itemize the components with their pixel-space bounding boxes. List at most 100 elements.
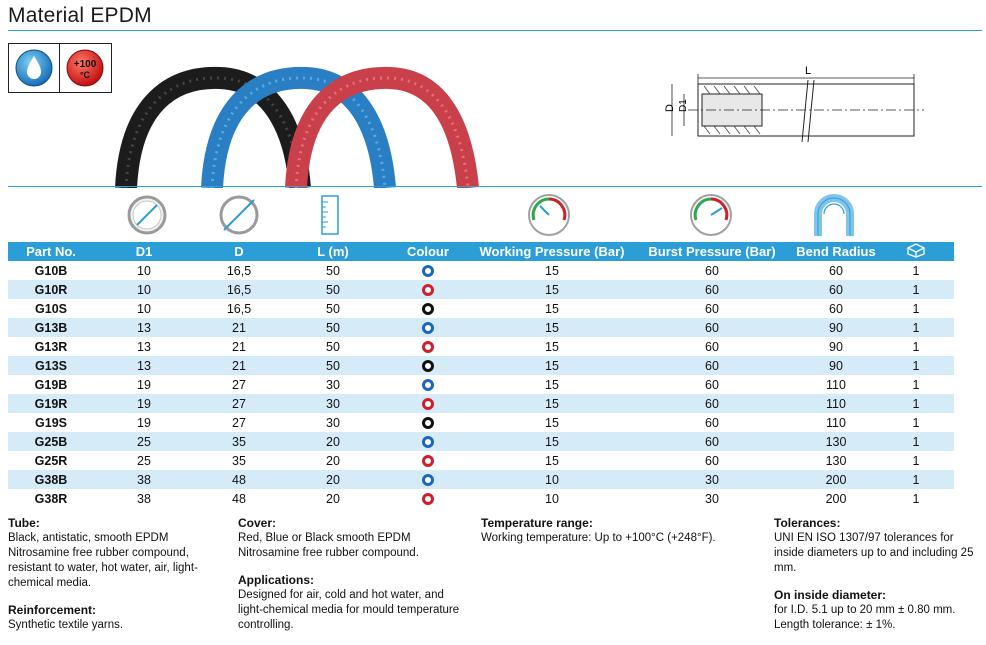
cell-d1: 10 [94, 280, 194, 299]
cell-colour [382, 318, 474, 337]
feature-badges: +100 °C [8, 43, 112, 93]
cell-wp: 15 [474, 261, 630, 280]
cell-l: 20 [284, 470, 382, 489]
cell-br: 60 [794, 261, 878, 280]
cell-part: G38B [8, 470, 94, 489]
blue-colour-swatch [422, 474, 434, 487]
blue-colour-swatch [422, 379, 434, 392]
cell-colour [382, 489, 474, 508]
temperature-badge: +100 °C [59, 44, 110, 92]
cell-part: G13R [8, 337, 94, 356]
cell-d1: 19 [94, 413, 194, 432]
info-col-2: Cover: Red, Blue or Black smooth EPDM Ni… [238, 516, 463, 645]
temperature-icon: +100 °C [66, 49, 104, 87]
red-colour-swatch [422, 341, 434, 354]
cell-br: 130 [794, 432, 878, 451]
cell-pkg: 1 [878, 470, 954, 489]
applications-heading: Applications: [238, 573, 315, 587]
cell-d: 27 [194, 375, 284, 394]
cell-pkg: 1 [878, 413, 954, 432]
black-colour-swatch [422, 303, 434, 316]
col-colour: Colour [382, 242, 474, 261]
red-colour-swatch [422, 493, 434, 506]
cell-d: 16,5 [194, 261, 284, 280]
page-title: Material EPDM [8, 4, 152, 27]
cell-part: G19B [8, 375, 94, 394]
cell-pkg: 1 [878, 299, 954, 318]
cell-d: 27 [194, 394, 284, 413]
tube-heading: Tube: [8, 516, 40, 530]
cell-l: 20 [284, 489, 382, 508]
diagram-label-D: D [664, 104, 676, 112]
cell-colour [382, 299, 474, 318]
col-part-no: Part No. [8, 242, 94, 261]
cell-pkg: 1 [878, 394, 954, 413]
section-rule [8, 186, 982, 187]
cell-l: 50 [284, 280, 382, 299]
cell-pkg: 1 [878, 356, 954, 375]
cell-pkg: 1 [878, 432, 954, 451]
cell-d: 48 [194, 470, 284, 489]
cell-colour [382, 280, 474, 299]
blue-colour-swatch [422, 436, 434, 449]
cell-br: 60 [794, 299, 878, 318]
cell-pkg: 1 [878, 280, 954, 299]
cell-wp: 15 [474, 299, 630, 318]
cell-bp: 60 [630, 375, 794, 394]
blue-colour-swatch [422, 322, 434, 335]
temperature-heading: Temperature range: [481, 516, 593, 530]
burst-pressure-gauge-icon [690, 194, 732, 236]
cell-bp: 30 [630, 489, 794, 508]
working-pressure-gauge-icon [528, 194, 570, 236]
cell-wp: 15 [474, 451, 630, 470]
col-package [878, 242, 954, 261]
cell-colour [382, 356, 474, 375]
cell-pkg: 1 [878, 318, 954, 337]
cell-bp: 60 [630, 451, 794, 470]
cell-d1: 19 [94, 394, 194, 413]
cell-d: 35 [194, 451, 284, 470]
cell-br: 110 [794, 413, 878, 432]
cell-wp: 15 [474, 432, 630, 451]
cell-part: G10B [8, 261, 94, 280]
cell-br: 60 [794, 280, 878, 299]
cell-colour [382, 261, 474, 280]
cell-d1: 25 [94, 432, 194, 451]
cell-bp: 60 [630, 337, 794, 356]
cell-d1: 19 [94, 375, 194, 394]
cell-l: 50 [284, 299, 382, 318]
cell-colour [382, 470, 474, 489]
cell-d1: 10 [94, 261, 194, 280]
black-colour-swatch [422, 360, 434, 373]
cell-wp: 15 [474, 394, 630, 413]
cover-heading: Cover: [238, 516, 277, 530]
cell-d: 48 [194, 489, 284, 508]
cover-text: Red, Blue or Black smooth EPDM Nitrosami… [238, 532, 419, 559]
col-bend-radius: Bend Radius [794, 242, 878, 261]
cell-part: G10S [8, 299, 94, 318]
cell-d: 35 [194, 432, 284, 451]
cell-bp: 60 [630, 280, 794, 299]
col-burst-pressure: Burst Pressure (Bar) [630, 242, 794, 261]
cell-l: 50 [284, 337, 382, 356]
cell-d1: 38 [94, 470, 194, 489]
cell-colour [382, 375, 474, 394]
temperature-text: Working temperature: Up to +100°C (+248°… [481, 532, 716, 544]
cell-d: 21 [194, 318, 284, 337]
cell-colour [382, 451, 474, 470]
bend-radius-icon [814, 194, 854, 236]
cell-part: G13B [8, 318, 94, 337]
cell-l: 50 [284, 261, 382, 280]
length-ruler-icon [321, 195, 339, 235]
column-icons [8, 192, 954, 240]
cell-pkg: 1 [878, 451, 954, 470]
cell-l: 50 [284, 318, 382, 337]
